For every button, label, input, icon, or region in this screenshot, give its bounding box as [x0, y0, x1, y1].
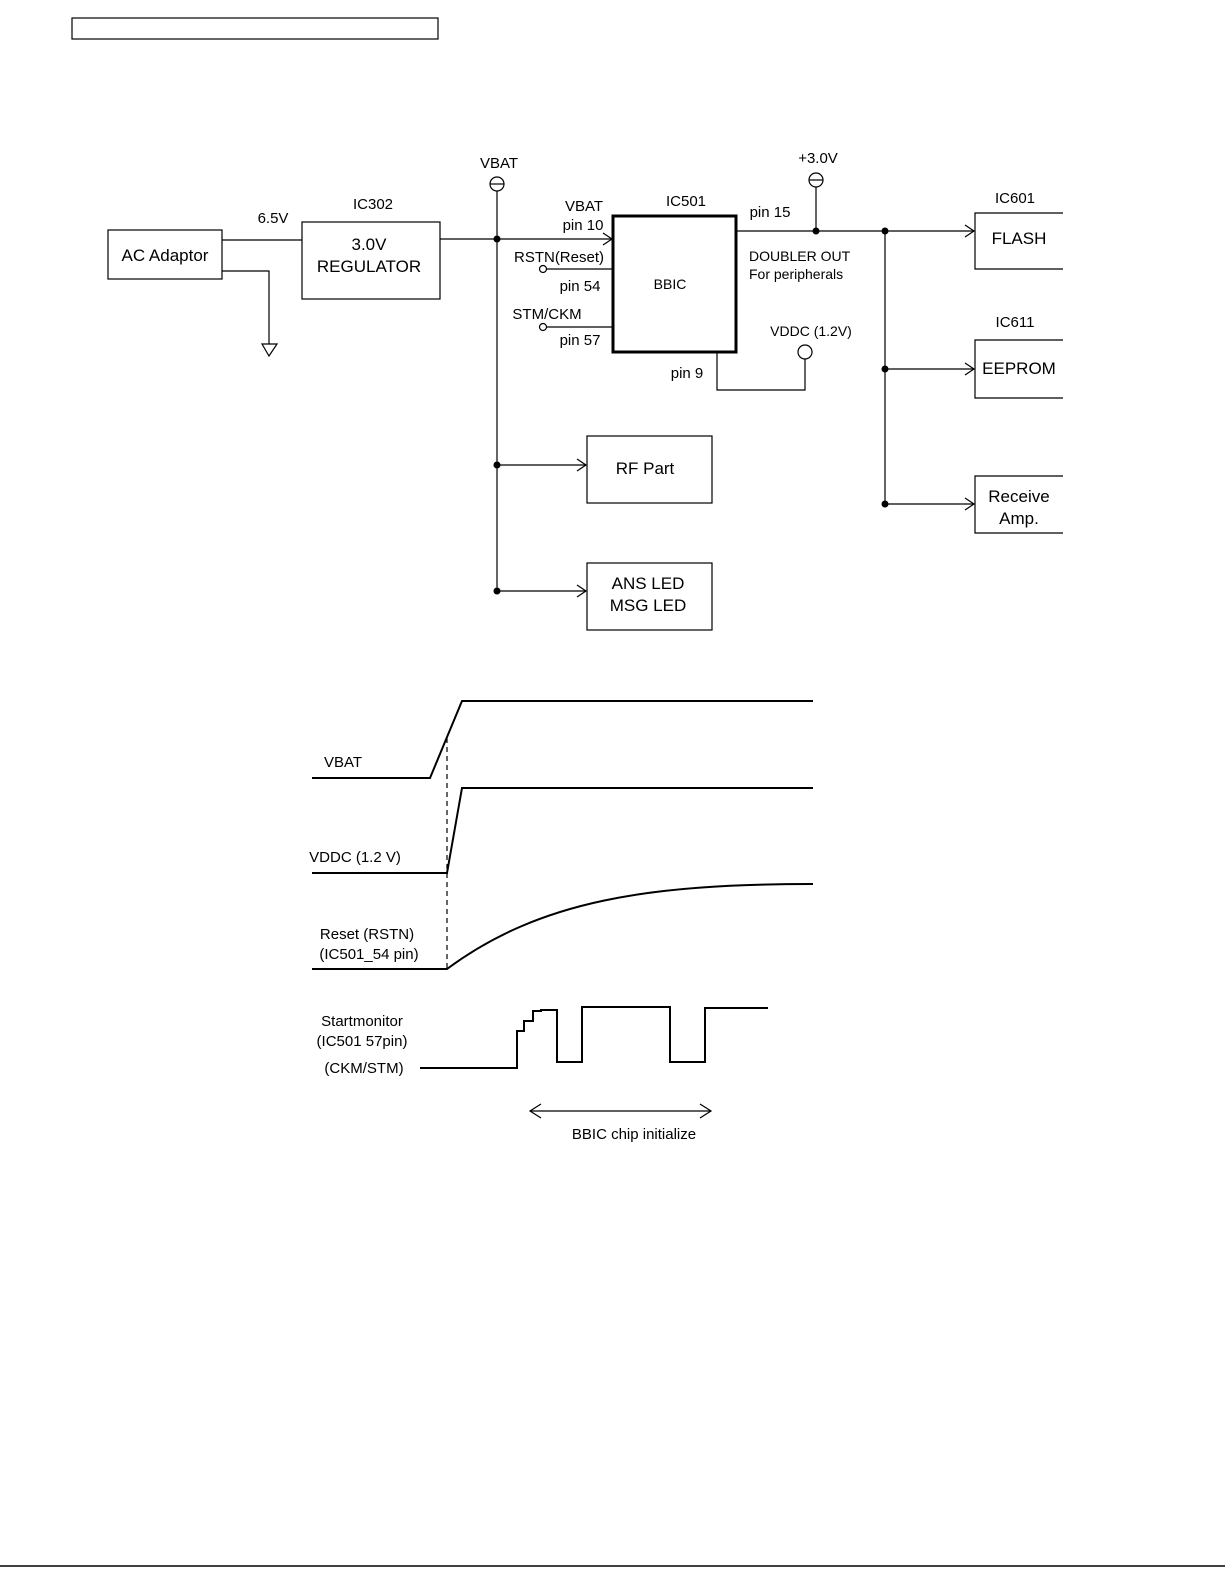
vddc-wire [716, 352, 806, 391]
regulator-voltage-label: 3.0V [352, 235, 388, 254]
input-voltage-label: 6.5V [258, 210, 289, 227]
ac-adaptor-block: AC Adaptor [107, 229, 223, 280]
regulator-name-label: REGULATOR [317, 257, 421, 276]
pin10-label: pin 10 [563, 217, 604, 234]
ac-adaptor-box [107, 229, 223, 280]
regulator-block: IC302 3.0V REGULATOR [301, 196, 441, 300]
bbic-box [611, 214, 738, 354]
receive-amp-block: Receive Amp. [974, 475, 1063, 534]
eeprom-box [974, 339, 1063, 399]
receive-amp-label-line2: Amp. [999, 509, 1039, 528]
stm-test-point [538, 322, 548, 332]
supply-3v-test-point: +3.0V [798, 150, 838, 235]
msg-led-label: MSG LED [610, 596, 687, 615]
led-box [586, 562, 713, 631]
reset-signal-label-line2: (IC501_54 pin) [319, 946, 418, 963]
startmonitor-waveform [420, 1006, 768, 1069]
arrow-head-left [528, 1103, 542, 1119]
ground-symbol [260, 343, 279, 358]
rstn-test-point [538, 264, 548, 274]
junction-dot [881, 227, 889, 235]
startmonitor-label-line1: Startmonitor [321, 1013, 403, 1030]
flash-name-label: FLASH [992, 229, 1047, 248]
vbat-signal-label: VBAT [324, 754, 362, 771]
for-peripherals-label: For peripherals [749, 266, 843, 282]
pin54-label: pin 54 [560, 278, 601, 295]
arrow-head [964, 497, 976, 511]
startmonitor-label-line3: (CKM/STM) [324, 1060, 403, 1077]
vddc-test-point: VDDC (1.2V) [716, 323, 852, 391]
stm-ckm-label: STM/CKM [512, 306, 581, 323]
bbic-name-label: BBIC [654, 276, 687, 292]
vddc-test-point-icon [797, 344, 813, 360]
led-block: ANS LED MSG LED [586, 562, 713, 631]
ground-wire [222, 270, 270, 344]
bbic-block: IC501 VBAT pin 10 BBIC RSTN(Reset) pin 5… [512, 193, 790, 382]
doubler-out-label: DOUBLER OUT [749, 248, 851, 264]
reset-waveform [312, 883, 814, 970]
pin57-label: pin 57 [560, 332, 601, 349]
regulator-ic-label: IC302 [353, 196, 393, 213]
init-span-label: BBIC chip initialize [572, 1126, 696, 1143]
bbic-vbat-pin-label: VBAT [565, 198, 603, 215]
bbic-ic-label: IC501 [666, 193, 706, 210]
pin15-label: pin 15 [750, 204, 791, 221]
junction-dot [812, 227, 820, 235]
receive-amp-box [974, 475, 1063, 534]
vddc-waveform [312, 787, 813, 874]
vbat-waveform [312, 700, 813, 779]
flash-box [974, 212, 1063, 270]
vddc-label: VDDC (1.2V) [770, 323, 852, 339]
rf-part-label: RF Part [616, 459, 675, 478]
arrow-head [964, 362, 976, 376]
vddc-signal-label: VDDC (1.2 V) [309, 849, 401, 866]
eeprom-block: IC611 EEPROM [974, 314, 1063, 399]
vbat-node-label: VBAT [480, 155, 518, 172]
pin9-label: pin 9 [671, 365, 704, 382]
header-box [71, 17, 439, 40]
block-diagram: AC Adaptor 6.5V IC302 3.0V REGULATOR VBA… [107, 150, 1063, 631]
eeprom-ic-label: IC611 [996, 314, 1035, 331]
rf-part-box [586, 435, 713, 504]
eeprom-name-label: EEPROM [982, 359, 1056, 378]
flash-ic-label: IC601 [995, 190, 1035, 207]
arrow-head-right [699, 1103, 713, 1119]
arrow-head [576, 584, 588, 598]
ans-led-label: ANS LED [612, 574, 685, 593]
init-span-arrow [528, 1103, 713, 1119]
vbat-test-point: VBAT [480, 155, 518, 192]
receive-amp-label-line1: Receive [988, 487, 1049, 506]
rstn-label: RSTN(Reset) [514, 249, 604, 266]
regulator-box [301, 221, 441, 300]
reset-signal-label-line1: Reset (RSTN) [320, 926, 414, 943]
arrow-head [964, 224, 976, 238]
ac-adaptor-label: AC Adaptor [122, 246, 209, 265]
supply-3v-label: +3.0V [798, 150, 838, 167]
flash-block: IC601 FLASH [974, 190, 1063, 270]
rf-part-block: RF Part [586, 435, 713, 504]
timing-diagram: VBAT VDDC (1.2 V) Reset (RSTN) (IC501_54… [309, 700, 814, 1143]
startmonitor-label-line2: (IC501 57pin) [317, 1033, 408, 1050]
arrow-head [576, 458, 588, 472]
